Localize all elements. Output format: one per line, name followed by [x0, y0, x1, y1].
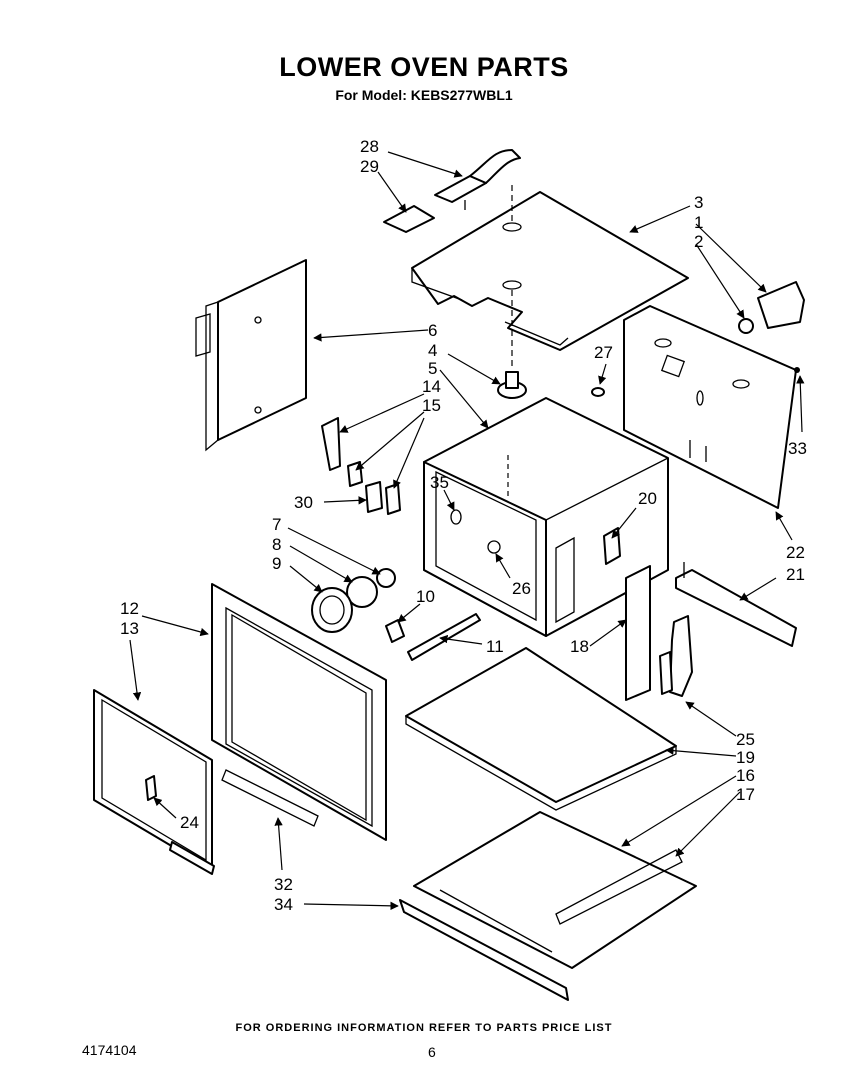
- callout-26: 26: [512, 579, 531, 598]
- leader-lines: [129, 151, 805, 911]
- callout-7: 7: [272, 515, 281, 534]
- callout-29: 29: [360, 157, 379, 176]
- callout-24: 24: [180, 813, 199, 832]
- callout-27: 27: [594, 343, 613, 362]
- light-assembly-part: [311, 568, 396, 633]
- callout-19: 19: [736, 748, 755, 767]
- callout-30: 30: [294, 493, 313, 512]
- ordering-information-note: FOR ORDERING INFORMATION REFER TO PARTS …: [235, 1022, 613, 1034]
- callout-9: 9: [272, 554, 281, 573]
- callout-6: 6: [428, 321, 437, 340]
- terminal-block-part: [738, 281, 805, 334]
- callout-35: 35: [430, 473, 449, 492]
- callout-5: 5: [428, 359, 437, 378]
- callout-10: 10: [416, 587, 435, 606]
- left-side-panel-part: [195, 259, 307, 452]
- callout-20: 20: [638, 489, 657, 508]
- callout-13: 13: [120, 619, 139, 638]
- callout-28: 28: [360, 137, 379, 156]
- rear-panel-part: [623, 305, 800, 509]
- callout-21: 21: [786, 565, 805, 584]
- side-bracket-part: [625, 565, 651, 701]
- callout-1: 1: [694, 213, 703, 232]
- callout-4: 4: [428, 341, 437, 360]
- callout-33: 33: [788, 439, 807, 458]
- door-glass-retainer-part: [93, 689, 215, 875]
- document-number: 4174104: [82, 1042, 137, 1058]
- callout-34: 34: [274, 895, 293, 914]
- door-frame-part: [211, 583, 387, 841]
- callout-8: 8: [272, 535, 281, 554]
- plug-part: [591, 387, 605, 397]
- page-title: LOWER OVEN PARTS: [279, 52, 569, 82]
- callout-25: 25: [736, 730, 755, 749]
- callout-12: 12: [120, 599, 139, 618]
- callout-2: 2: [694, 232, 703, 251]
- callout-22: 22: [786, 543, 805, 562]
- rail-part: [675, 562, 797, 647]
- callout-16: 16: [736, 766, 755, 785]
- callout-17: 17: [736, 785, 755, 804]
- vent-grille-part: [221, 769, 569, 1001]
- callout-15: 15: [422, 396, 441, 415]
- hinge-part: [659, 615, 693, 697]
- callout-11: 11: [486, 637, 504, 656]
- callout-14: 14: [422, 377, 441, 396]
- callout-3: 3: [694, 193, 703, 212]
- oven-liner-part: [413, 811, 697, 969]
- page-number: 6: [428, 1044, 436, 1060]
- callout-labels: 28 29 3 1 2 6 4 5 27 14 15 33 35 30 20 7…: [120, 137, 807, 914]
- top-panel-part: [411, 185, 689, 370]
- switch-parts: [321, 417, 401, 515]
- oven-cavity-part: [423, 397, 669, 637]
- callout-18: 18: [570, 637, 589, 656]
- model-subtitle: For Model: KEBS277WBL1: [335, 87, 513, 103]
- callout-32: 32: [274, 875, 293, 894]
